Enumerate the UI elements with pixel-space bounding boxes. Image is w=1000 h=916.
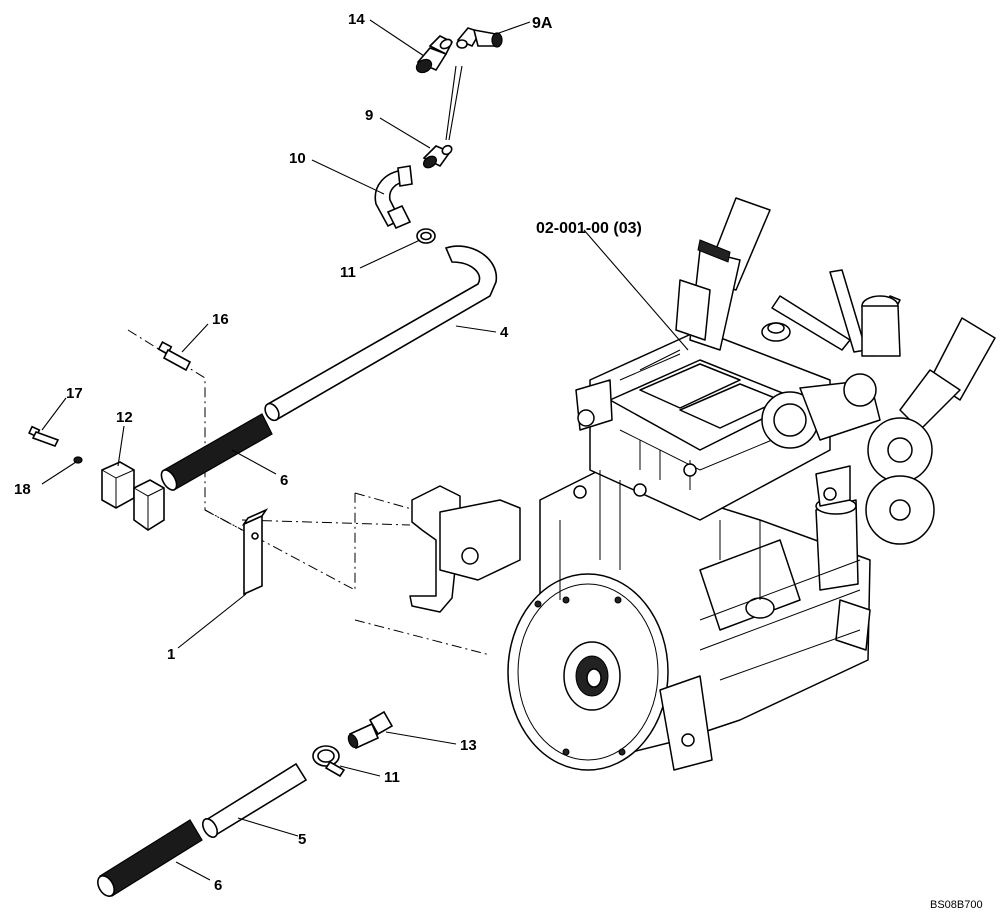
fitting-14 [415, 35, 454, 74]
label-11-top: 11 [340, 264, 356, 281]
hose-elbow-10 [374, 165, 413, 230]
label-4: 4 [500, 324, 509, 341]
fitting-9 [422, 144, 453, 169]
bolt-17 [28, 425, 60, 447]
clamp-block-12 [101, 461, 165, 531]
hose-clamp-11-top [416, 228, 436, 244]
label-17: 17 [66, 385, 83, 402]
label-9: 9 [365, 107, 373, 124]
label-6-bottom: 6 [214, 877, 222, 894]
engine-reference-label: 02-001-00 (03) [536, 220, 642, 237]
label-18: 18 [14, 481, 31, 498]
label-5: 5 [298, 831, 306, 848]
label-11-bottom: 11 [384, 769, 400, 786]
part-labels: 14 9A 9 10 11 4 16 17 12 18 6 1 02-001-0… [14, 11, 983, 911]
washer-18 [73, 456, 83, 464]
tube-5 [201, 762, 308, 838]
label-1: 1 [167, 646, 175, 663]
tube-4 [264, 245, 498, 422]
bracket-1 [241, 508, 269, 596]
label-16: 16 [212, 311, 229, 328]
engine-mount-bracket [409, 485, 521, 613]
hose-clamp-11-bottom [312, 745, 346, 778]
label-12: 12 [116, 409, 133, 426]
elbow-fitting-9a [456, 27, 503, 49]
leader-lines [41, 19, 689, 881]
label-6-top: 6 [280, 472, 288, 489]
corrugated-sleeve-6-bottom [97, 819, 203, 897]
fitting-13 [347, 710, 394, 750]
label-14: 14 [348, 11, 365, 28]
bolt-16 [157, 341, 192, 372]
engine-assembly [507, 197, 996, 771]
corrugated-sleeve-6-top [160, 413, 273, 491]
drawing-code: BS08B700 [930, 899, 983, 911]
label-13: 13 [460, 737, 477, 754]
label-10: 10 [289, 150, 306, 167]
label-9a: 9A [532, 15, 553, 32]
